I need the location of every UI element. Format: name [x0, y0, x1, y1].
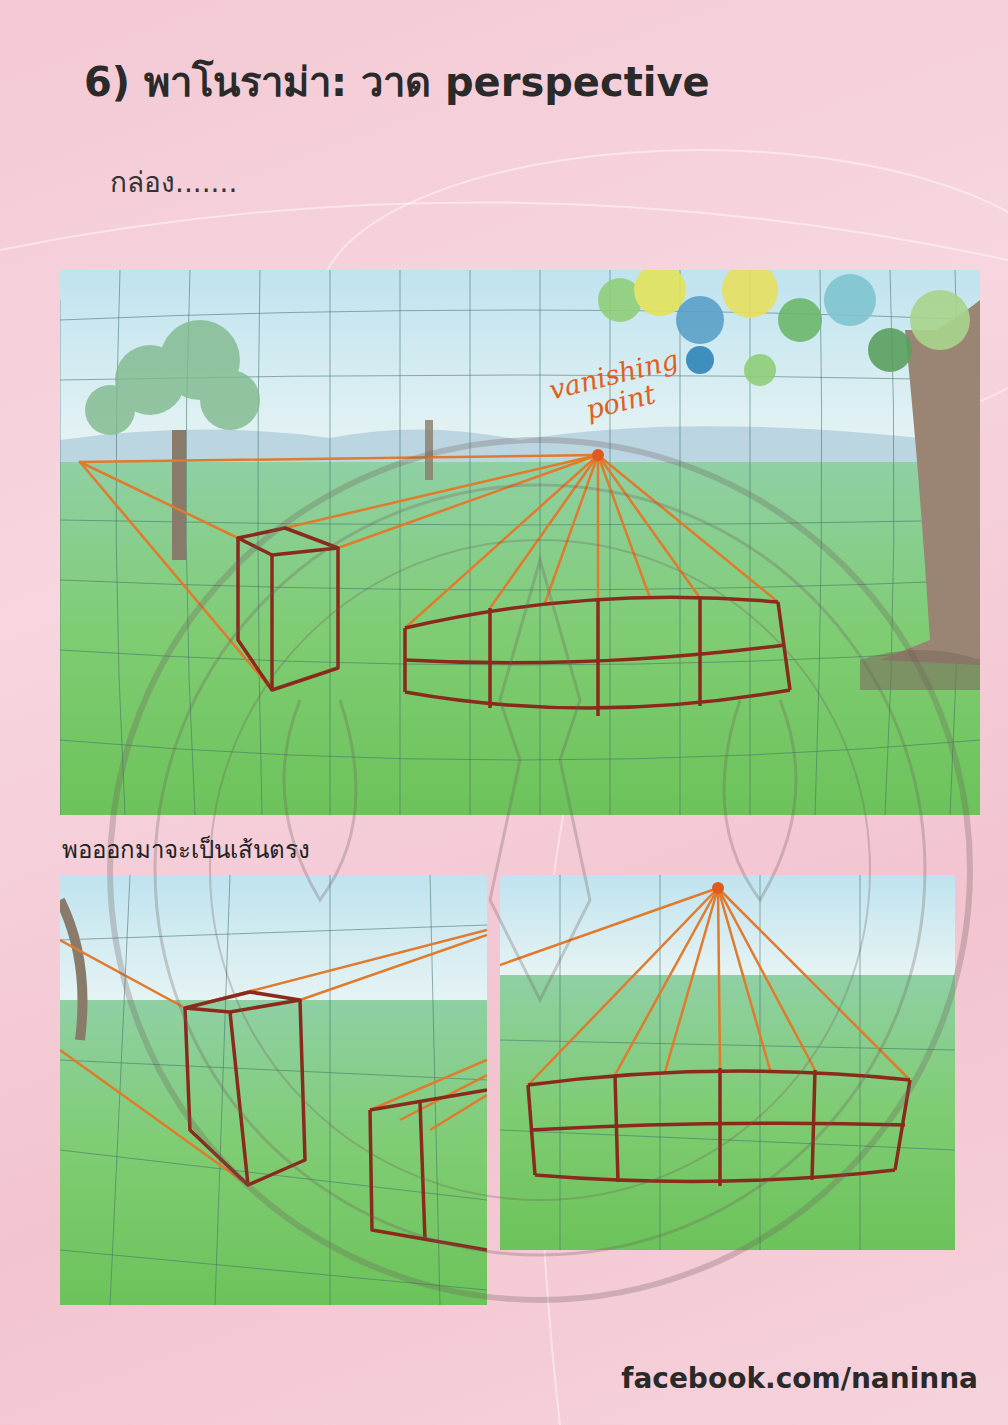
- footer-link: facebook.com/naninna: [621, 1362, 978, 1395]
- caption-note: พอออกมาจะเป็นเส้นตรง: [62, 830, 310, 869]
- section-label: กล่อง.......: [110, 160, 237, 204]
- page-title: 6) พาโนราม่า: วาด perspective: [84, 50, 710, 114]
